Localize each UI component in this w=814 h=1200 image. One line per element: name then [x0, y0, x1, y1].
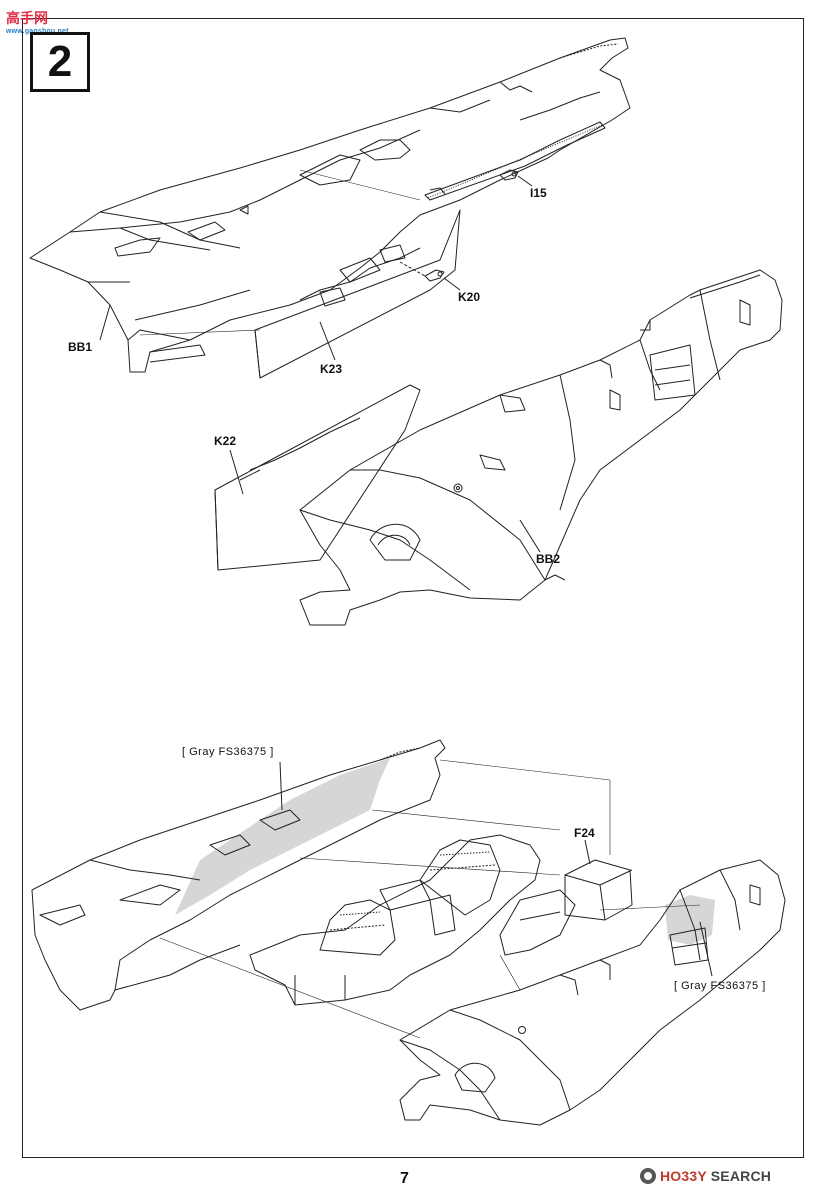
site-logo-text: 高手网 [6, 11, 48, 27]
watermark-text: HO33Y SEARCH [660, 1168, 771, 1184]
part-k22 [214, 384, 421, 571]
label-k22: K22 [214, 434, 237, 448]
label-f24: F24 [574, 826, 595, 840]
part-bb1-upper-fuselage-assembled [31, 739, 446, 1011]
label-k23: K23 [320, 362, 343, 376]
guide-line [139, 329, 261, 336]
leader-bb2 [519, 519, 541, 553]
paint-note-lower: [ Gray FS36375 ] [674, 980, 766, 992]
watermark-brand: HO33Y [660, 1168, 707, 1184]
site-logo: 高手网 www.gaoshou.net [2, 4, 72, 35]
leader-bb1 [99, 304, 111, 341]
leader-gray-upper [279, 761, 283, 811]
leader-k23 [319, 321, 336, 361]
watermark: HO33Y SEARCH [640, 1168, 771, 1184]
part-i15 [499, 169, 519, 181]
label-bb1: BB1 [68, 340, 93, 354]
guide-line [299, 169, 421, 201]
part-bb2-lower-fuselage-assembled [399, 859, 786, 1126]
label-k20: K20 [458, 290, 481, 304]
leader-k20 [443, 277, 461, 291]
gray-fs36375-region-lower [665, 895, 715, 945]
part-k23 [254, 209, 461, 379]
label-bb2: BB2 [536, 552, 561, 566]
leader-f24 [584, 839, 591, 865]
part-k20 [424, 269, 445, 282]
leader-i15 [517, 175, 533, 187]
part-bb2-lower-fuselage [299, 269, 783, 626]
label-i15: I15 [530, 186, 547, 200]
watermark-suffix: SEARCH [710, 1168, 772, 1184]
site-logo-url: www.gaoshou.net [6, 28, 69, 35]
page-number: 7 [400, 1170, 409, 1187]
part-bb1-upper-fuselage [29, 37, 631, 373]
page-frame [22, 18, 804, 1158]
gray-fs36375-region-upper [175, 758, 390, 915]
part-cockpit-tub [249, 834, 541, 1006]
watermark-logo-icon [640, 1168, 656, 1184]
part-f24 [499, 859, 633, 956]
leader-k22 [229, 449, 244, 495]
paint-note-upper: [ Gray FS36375 ] [182, 746, 274, 758]
leader-gray-lower [699, 921, 713, 977]
step-number: 2 [47, 37, 73, 86]
assembly-guide-lines [159, 759, 701, 1039]
part-spar-strip [424, 121, 606, 201]
step-number-box: 2 [30, 32, 90, 92]
